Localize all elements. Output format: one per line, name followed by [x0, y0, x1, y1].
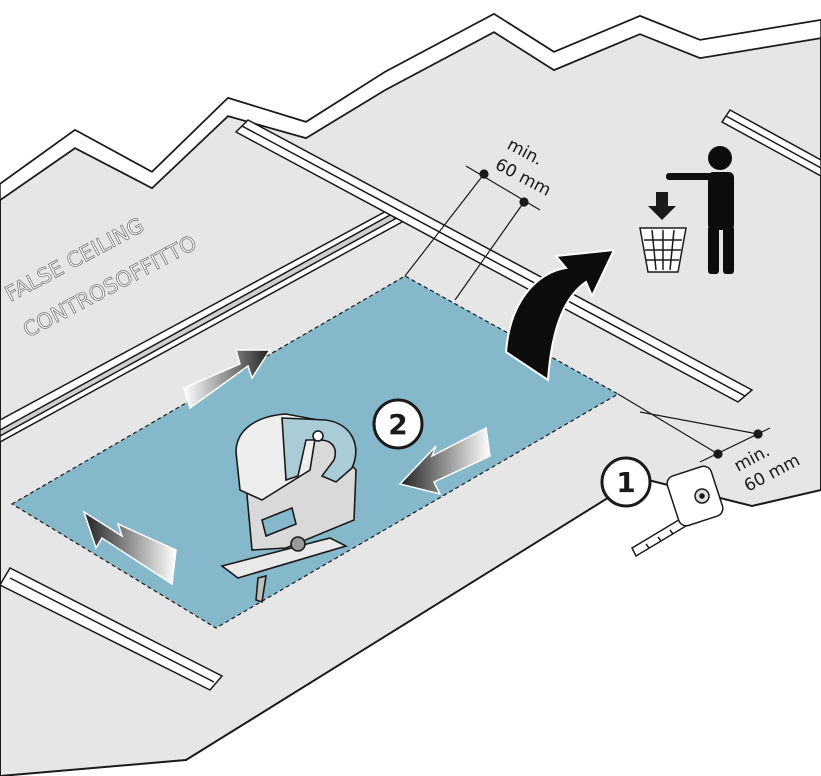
drop-arrow-icon — [648, 192, 676, 220]
dimension-point — [713, 449, 723, 459]
dimension-point — [753, 429, 763, 439]
removal-arrow-icon — [504, 248, 616, 382]
cut-direction-arrow-icon — [398, 426, 491, 496]
ceiling-rim-fill — [0, 13, 821, 201]
cut-direction-arrow-icon — [82, 510, 177, 586]
step-number-1: 1 — [616, 466, 635, 499]
dimension-point — [479, 169, 489, 179]
step-number-2: 2 — [388, 408, 407, 441]
dimension-point — [519, 197, 529, 207]
person-disposing-icon — [666, 146, 734, 274]
step-badge-1: 1 — [600, 456, 652, 508]
ceiling-profiles — [0, 109, 821, 691]
cut-direction-arrows — [82, 349, 491, 586]
profile-rail — [0, 212, 397, 437]
cut-direction-arrow-icon — [183, 349, 272, 410]
profile-rail — [720, 109, 821, 177]
jigsaw-icon — [220, 413, 357, 604]
step-badge-2: 2 — [372, 398, 424, 450]
trash-bin-icon — [639, 192, 687, 273]
tape-measure-icon — [631, 465, 724, 558]
